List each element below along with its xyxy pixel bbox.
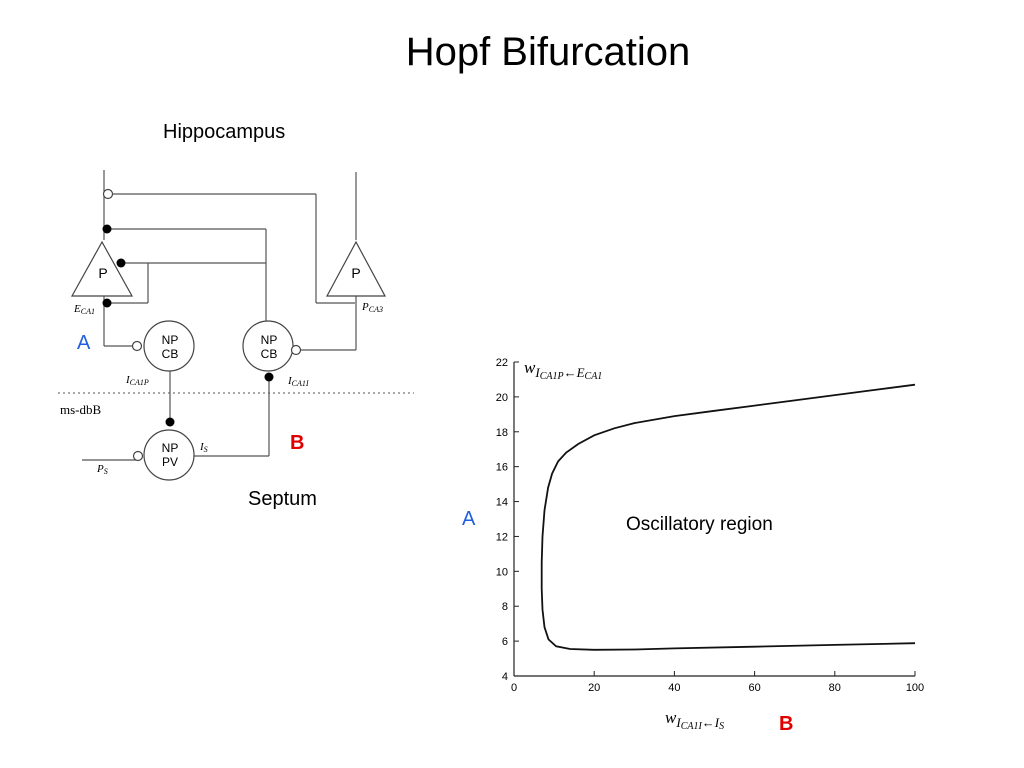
filled-synapse (102, 298, 112, 308)
open-synapse (102, 188, 114, 200)
bifurcation-chart: 0 20 40 60 80 100 4 6 8 10 12 14 16 18 20 22 Oscillator… (462, 357, 924, 735)
np-cb-right-line2: CB (261, 347, 278, 361)
open-synapse (132, 450, 144, 462)
filled-synapse (264, 372, 274, 382)
page-title: Hopf Bifurcation (405, 30, 691, 74)
x-tick-label: 0 (511, 682, 517, 694)
x-tick-label: 100 (906, 682, 924, 694)
p-cell-right-label: P (351, 265, 360, 281)
y-tick-label: 22 (496, 357, 508, 369)
open-synapse (131, 340, 143, 352)
y-tick-label: 14 (496, 497, 508, 509)
y-tick-label: 10 (496, 566, 508, 578)
i-s-label: IS (199, 441, 208, 454)
marker-b-diagram: B (290, 432, 304, 454)
filled-synapse (165, 417, 175, 427)
marker-a-axis: A (462, 508, 476, 530)
x-tick-label: 20 (588, 682, 600, 694)
p-s-label: PS (96, 463, 108, 476)
np-pv-cell (143, 429, 195, 481)
chart-ticks: 0 20 40 60 80 100 4 6 8 10 12 14 16 18 20 22 (496, 357, 924, 694)
y-tick-label: 16 (496, 462, 508, 474)
i-ca1i-label: ICA1I (287, 375, 309, 388)
np-pv-line1: NP (162, 441, 179, 455)
x-axis-label: wICA1I←IS (665, 708, 724, 732)
np-cb-cell-left (143, 320, 195, 372)
x-tick-label: 80 (829, 682, 841, 694)
y-tick-label: 12 (496, 531, 508, 543)
y-tick-label: 18 (496, 427, 508, 439)
circuit-diagram: P P NP CB NP CB NP PV ECA1 PCA3 ICA1P IC… (58, 170, 414, 481)
y-tick-label: 20 (496, 392, 508, 404)
y-tick-label: 4 (502, 671, 508, 683)
filled-synapse (116, 258, 126, 268)
bifurcation-curve (540, 383, 916, 651)
x-tick-label: 60 (748, 682, 760, 694)
np-cb-left-line1: NP (162, 333, 179, 347)
p-cell-right (325, 240, 387, 297)
y-axis-label: wICA1P←ECA1 (524, 358, 602, 382)
p-ca3-label: PCA3 (361, 301, 383, 314)
p-cell-left-label: P (98, 265, 107, 281)
septum-label: Septum (248, 488, 317, 510)
p-cell-left (70, 240, 134, 297)
open-synapse (290, 344, 302, 356)
hippocampus-label: Hippocampus (163, 121, 286, 143)
ms-dbb-label: ms-dbB (60, 402, 102, 417)
np-cb-left-line2: CB (162, 347, 179, 361)
marker-a-diagram: A (77, 332, 91, 354)
filled-synapse (102, 224, 112, 234)
e-ca1-label: ECA1 (73, 303, 95, 316)
i-ca1p-label: ICA1P (125, 374, 149, 387)
oscillatory-region-label: Oscillatory region (626, 514, 773, 535)
y-tick-label: 6 (502, 636, 508, 648)
y-tick-label: 8 (502, 601, 508, 613)
np-pv-line2: PV (162, 455, 178, 469)
chart-axes (513, 362, 915, 677)
x-tick-label: 40 (668, 682, 680, 694)
marker-b-axis: B (779, 713, 793, 735)
np-cb-right-line1: NP (261, 333, 278, 347)
